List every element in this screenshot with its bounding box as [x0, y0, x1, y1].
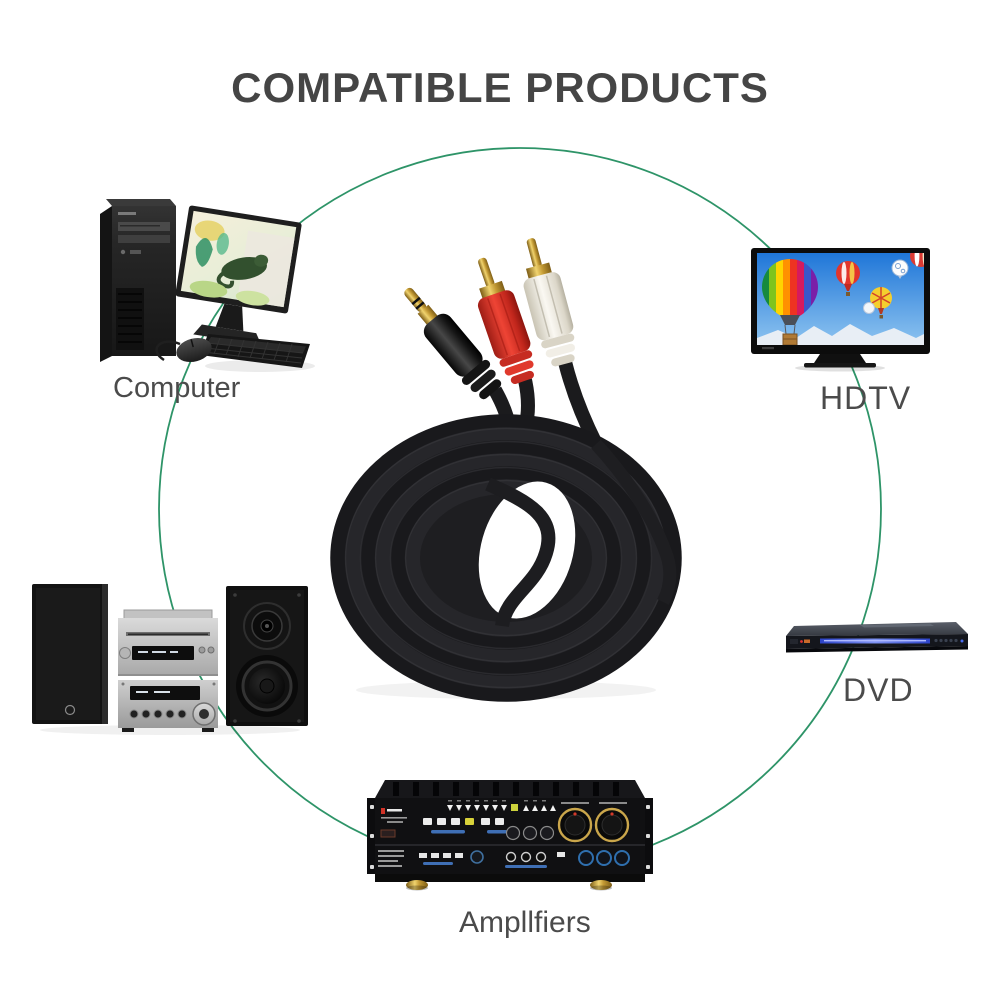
hdtv-label: HDTV	[820, 380, 912, 416]
amp-brand	[380, 808, 407, 838]
amp-lower-text	[378, 850, 404, 867]
page-title: COMPATIBLE PRODUCTS	[231, 64, 769, 111]
amp-volume-knobs	[557, 802, 630, 843]
left-speaker	[32, 584, 108, 724]
audio-cable-image	[330, 238, 682, 702]
striped-balloon-partial	[910, 253, 924, 267]
tower	[100, 199, 176, 362]
amp-indicators	[447, 805, 556, 811]
mouse	[155, 337, 212, 363]
rca-white-connector	[523, 238, 575, 367]
white-balloon	[863, 259, 909, 314]
cd-receiver-stack	[118, 609, 218, 732]
computer-image	[100, 199, 315, 372]
amp-lower-controls	[419, 850, 630, 868]
keyboard	[200, 334, 315, 372]
dvd-player-image	[786, 622, 968, 653]
amp-small-knobs	[505, 825, 555, 841]
rainbow-balloon	[762, 259, 818, 345]
amplifiers-label: Ampllfiers	[459, 906, 591, 939]
dvd-label: DVD	[843, 672, 914, 708]
red-balloon	[836, 261, 860, 296]
rca-red-connector	[477, 257, 534, 385]
yellow-balloon	[870, 287, 892, 319]
jack-3-5mm-connector	[404, 287, 502, 400]
amplifier-image	[367, 780, 653, 891]
monitor	[175, 205, 302, 346]
cable-coil	[330, 414, 682, 702]
stereo-system-image	[32, 584, 308, 735]
hdtv-image	[751, 248, 930, 372]
computer-label: Computer	[113, 372, 241, 404]
right-speaker	[226, 586, 308, 726]
amp-buttons	[423, 818, 507, 834]
